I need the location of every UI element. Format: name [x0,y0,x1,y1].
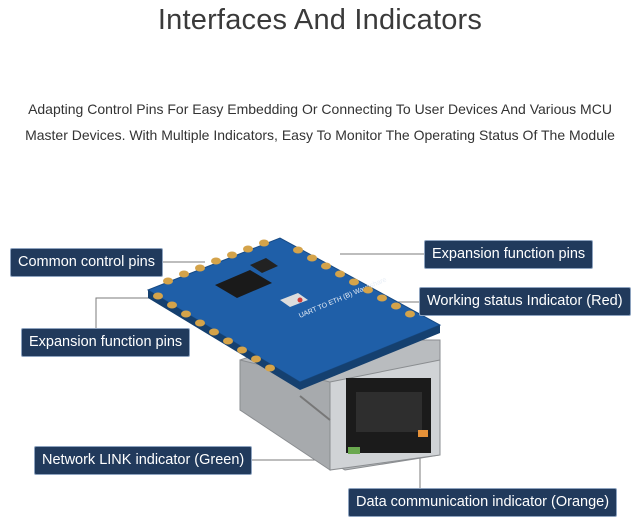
ic-chip [215,270,272,298]
right-pads [293,246,415,318]
data-led [418,430,428,437]
pcb-board: UART TO ETH (B) Waveshare [146,237,442,390]
left-pads [153,292,275,372]
label-data-communication: Data communication indicator (Orange) [348,488,618,517]
label-network-link: Network LINK indicator (Green) [34,446,253,475]
description: Adapting Control Pins For Easy Embedding… [0,96,640,148]
status-led [280,293,308,307]
page-title: Interfaces And Indicators [157,4,483,36]
description-line-1: Adapting Control Pins For Easy Embedding… [28,101,612,117]
label-working-status: Working status Indicator (Red) [419,287,631,316]
leader-expansion-left [95,297,160,330]
label-expansion-pins-top: Expansion function pins [424,240,594,269]
label-common-control-pins: Common control pins [10,248,163,277]
top-pads [163,239,269,285]
label-expansion-pins-left: Expansion function pins [21,328,191,357]
ic-chip-small [250,258,278,273]
link-led [348,447,360,454]
description-line-2: Master Devices. With Multiple Indicators… [25,127,615,143]
